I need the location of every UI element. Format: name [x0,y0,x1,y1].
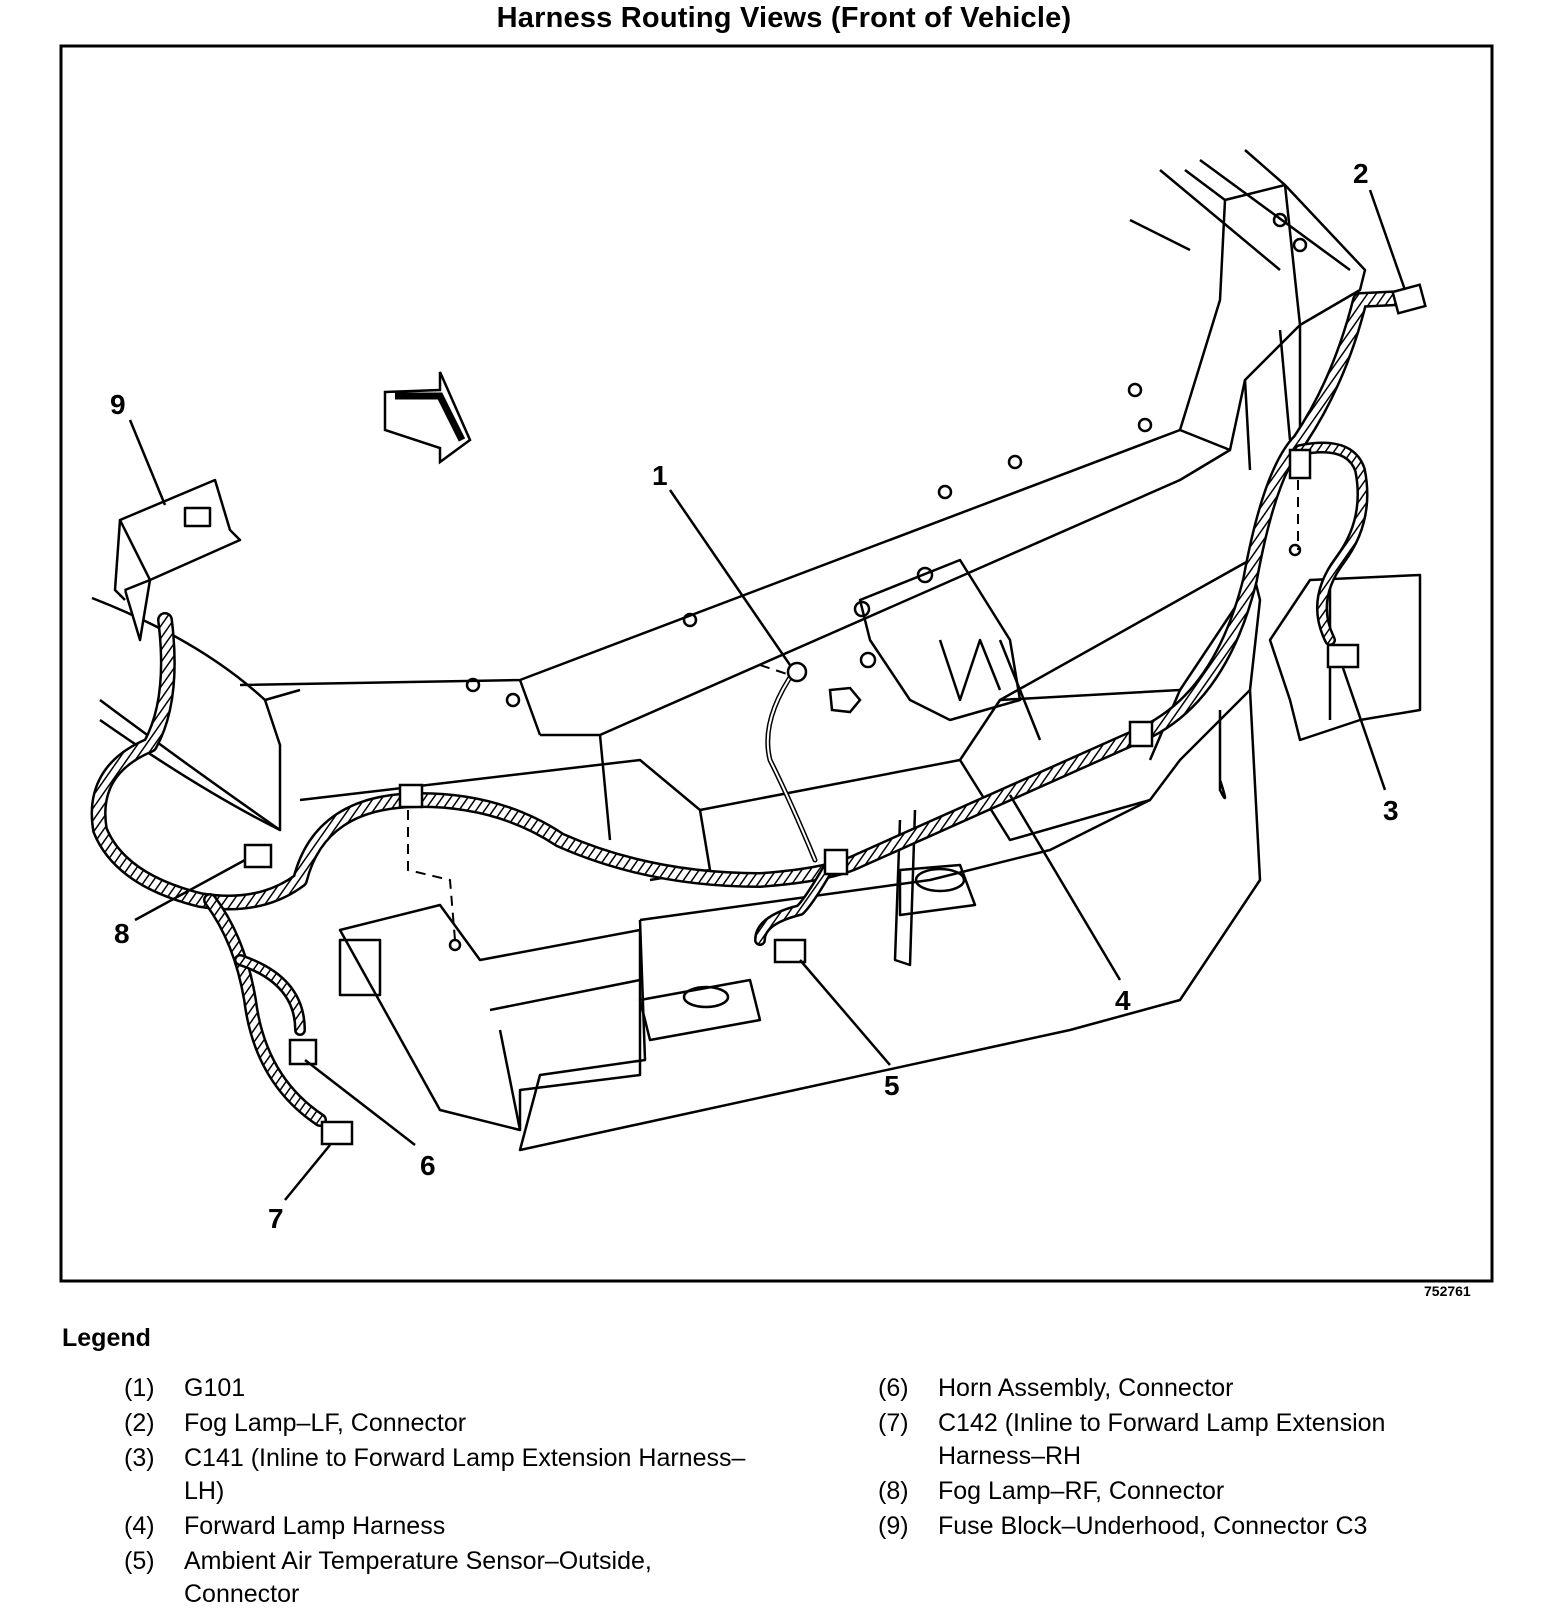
fog-lamp-lf-connector-icon [1391,283,1427,315]
horn-assembly-connector-icon [288,1038,318,1066]
diagram-frame [59,44,1494,1283]
callout-7: 7 [268,1203,284,1234]
callout-5: 5 [884,1070,900,1101]
legend-item: (2) Fog Lamp–LF, Connector [124,1407,764,1440]
fog-lamp-rf-connector-icon [243,843,273,869]
legend-item: (6) Horn Assembly, Connector [878,1372,1498,1405]
legend-item-label: G101 [184,1374,246,1402]
harness-clip-icon [1288,448,1312,480]
radiator-support-structure [91,149,1422,1152]
forward-direction-arrow-icon [383,371,472,465]
forward-lamp-harness [90,290,1408,1127]
ground-bolt-icon [828,686,862,714]
legend-item-label: C141 (Inline to Forward Lamp Extension H… [184,1444,746,1505]
callout-4: 4 [1115,985,1131,1016]
diagram-title: Harness Routing Views (Front of Vehicle) [496,2,1072,34]
callout-3: 3 [1383,795,1399,826]
legend-item-number: (5) [124,1547,155,1575]
callout-2: 2 [1353,158,1369,189]
legend-item-number: (9) [878,1512,909,1540]
legend-item-label: Forward Lamp Harness [184,1512,446,1540]
legend-item-number: (3) [124,1444,155,1472]
legend-item-label: Ambient Air Temperature Sensor–Outside, … [184,1547,652,1608]
legend-right-column: (6) Horn Assembly, Connector (7) C142 (Inli… [878,1372,1498,1545]
harness-routing-diagram: 1 2 3 4 5 6 7 8 9 [59,44,1494,1283]
legend-item-number: (1) [124,1374,155,1402]
harness-clip-icon [1128,720,1154,748]
legend-item-number: (4) [124,1512,155,1540]
legend-item-label: Horn Assembly, Connector [938,1374,1234,1402]
g101-ground-eyelet-icon [786,661,808,683]
legend-item-number: (7) [878,1409,909,1437]
callout-9: 9 [110,389,126,420]
legend-heading: Legend [62,1324,151,1352]
legend-item-label: Fuse Block–Underhood, Connector C3 [938,1512,1368,1540]
legend-item: (1) G101 [124,1372,764,1405]
legend-item-label: C142 (Inline to Forward Lamp Extension H… [938,1409,1386,1470]
callout-8: 8 [114,918,130,949]
legend-item: (8) Fog Lamp–RF, Connector [878,1475,1498,1508]
callout-6: 6 [420,1150,436,1181]
harness-clip-icon [823,848,849,876]
connectors [243,283,1427,1146]
legend-item: (3) C141 (Inline to Forward Lamp Extensio… [124,1442,764,1508]
legend-item: (5) Ambient Air Temperature Sensor–Outsid… [124,1545,764,1611]
callout-1: 1 [652,460,668,491]
legend-item: (4) Forward Lamp Harness [124,1510,764,1543]
figure-id: 752761 [1424,1283,1471,1299]
legend-item-label: Fog Lamp–LF, Connector [184,1409,467,1437]
ambient-air-sensor-connector-icon [773,938,807,964]
legend-item-number: (8) [878,1477,909,1505]
c141-connector-icon [1326,643,1360,669]
legend-item: (7) C142 (Inline to Forward Lamp Extensio… [878,1407,1498,1473]
legend-item-number: (2) [124,1409,155,1437]
harness-clip-icon [398,783,424,809]
legend-item-number: (6) [878,1374,909,1402]
legend-item: (9) Fuse Block–Underhood, Connector C3 [878,1510,1498,1543]
legend-item-label: Fog Lamp–RF, Connector [938,1477,1225,1505]
fuse-block-underhood [113,478,242,642]
callout-leaders [128,189,1407,1201]
legend-left-column: (1) G101 (2) Fog Lamp–LF, Connector (3) C141 … [124,1372,764,1613]
c142-connector-icon [320,1120,354,1146]
mounting-lines [407,480,1299,941]
